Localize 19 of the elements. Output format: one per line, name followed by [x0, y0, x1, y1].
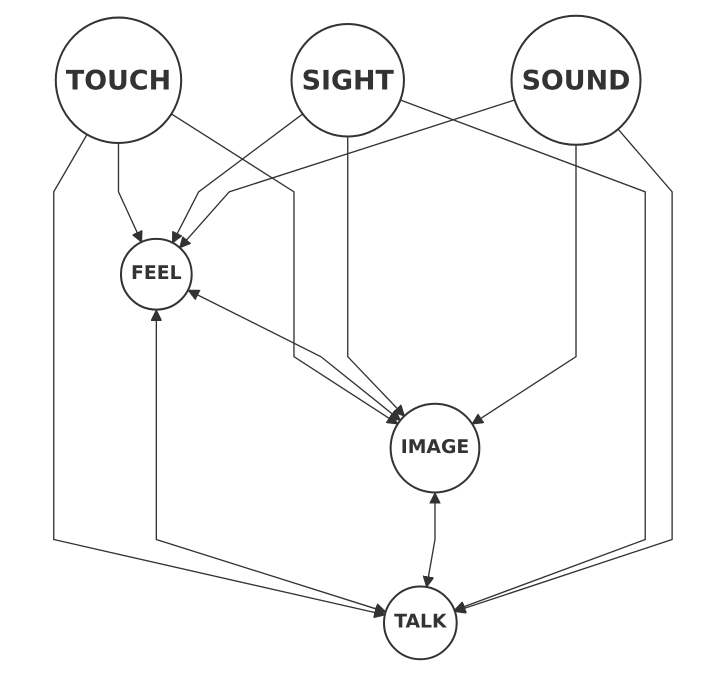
- arrow: [53, 134, 386, 618]
- node-circle: [54, 16, 182, 144]
- arrow: [422, 492, 441, 588]
- node-circle: [383, 586, 458, 660]
- node-circle: [510, 14, 642, 146]
- node-circle: [290, 23, 406, 138]
- arrow: [150, 310, 386, 614]
- arrow: [171, 113, 398, 424]
- node-circle: [390, 402, 480, 494]
- arrow: [118, 142, 143, 243]
- arrow: [347, 136, 405, 416]
- arrow: [400, 99, 646, 612]
- node-circle: [120, 238, 193, 311]
- arrow: [188, 290, 401, 421]
- sense-diagram: TOUCH FEEL IMAGE TALK SIGHT SOUND: [43, 5, 683, 670]
- arrow: [179, 99, 515, 248]
- arrow: [172, 113, 304, 244]
- arrow: [472, 144, 577, 424]
- arrow: [454, 128, 673, 614]
